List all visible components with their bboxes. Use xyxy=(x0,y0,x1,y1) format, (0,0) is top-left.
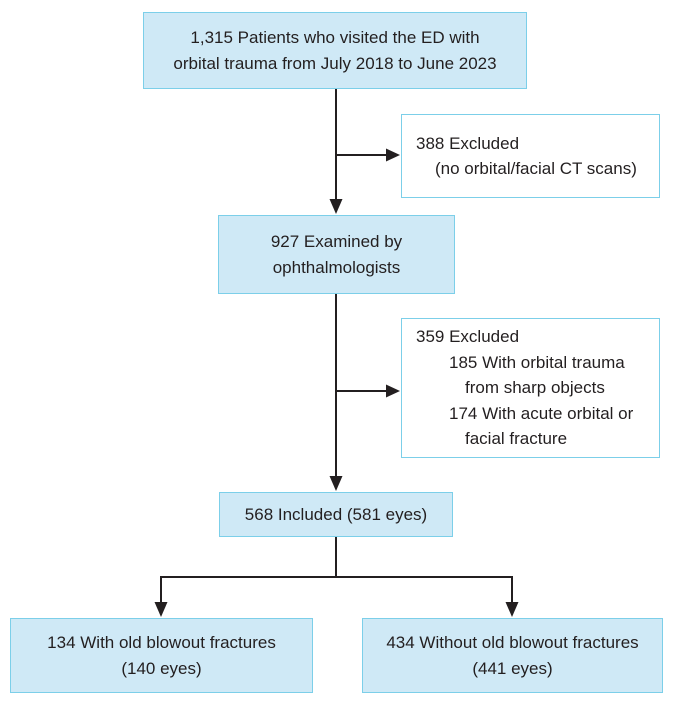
box-with-old-blowout-fractures: 134 With old blowout fractures (140 eyes… xyxy=(10,618,313,693)
connector-split xyxy=(160,537,513,603)
excluded2-line-5: facial fracture xyxy=(465,429,568,449)
enrolled-line-1: 1,315 Patients who visited the ED with xyxy=(190,28,480,47)
arrowhead-down-old-fractures xyxy=(154,602,168,617)
excluded1-line-1: 388 Excluded xyxy=(416,133,520,153)
old-fx-line-1: 134 With old blowout fractures xyxy=(47,633,276,652)
old-fx-line-2: (140 eyes) xyxy=(121,658,202,678)
arrowhead-down-examined xyxy=(329,199,343,214)
excluded2-line-3: from sharp objects xyxy=(465,378,605,398)
arrowhead-right-excluded1 xyxy=(386,148,400,162)
excluded1-line-2: (no orbital/facial CT scans) xyxy=(435,159,637,178)
box-enrolled-patients: 1,315 Patients who visited the ED with o… xyxy=(143,12,527,89)
included-line-1: 568 Included (581 eyes) xyxy=(244,504,428,524)
enrolled-line-2: orbital trauma from July 2018 to June 20… xyxy=(173,53,497,73)
no-fx-line-1: 434 Without old blowout fractures xyxy=(386,633,639,652)
no-fx-line-2: (441 eyes) xyxy=(472,658,553,678)
examined-line-1: 927 Examined by xyxy=(270,232,403,251)
box-examined: 927 Examined by ophthalmologists xyxy=(218,215,455,294)
examined-line-2: ophthalmologists xyxy=(272,257,401,277)
excluded2-line-1: 359 Excluded xyxy=(416,327,520,347)
arrowhead-down-included xyxy=(329,476,343,491)
box-without-old-blowout-fractures: 434 Without old blowout fractures (441 e… xyxy=(362,618,663,693)
arrowhead-right-excluded2 xyxy=(386,384,400,398)
excluded2-line-4: 174 With acute orbital or xyxy=(449,403,634,423)
arrowhead-down-without-fractures xyxy=(505,602,519,617)
box-excluded-trauma-fracture: 359 Excluded 185 With orbital trauma fro… xyxy=(401,318,660,458)
excluded2-line-2: 185 With orbital trauma xyxy=(449,352,625,372)
box-excluded-no-ct: 388 Excluded (no orbital/facial CT scans… xyxy=(401,114,660,198)
box-included: 568 Included (581 eyes) xyxy=(219,492,453,537)
